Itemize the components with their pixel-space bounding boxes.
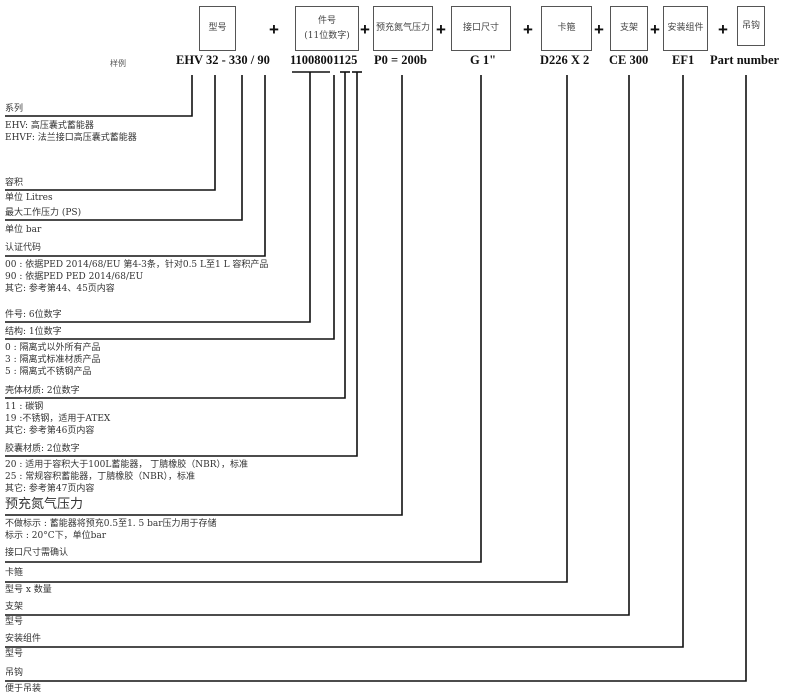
connector-bracket <box>5 75 630 616</box>
section-bracket-line: 型号 <box>5 617 24 627</box>
connector-connection <box>5 75 482 563</box>
sample-code-clamp: D226 X 2 <box>540 53 590 67</box>
header-box-sublabel: (11位数字) <box>304 30 350 41</box>
sample-code-bracket: CE 300 <box>609 53 649 67</box>
plus-icon: + <box>650 20 660 39</box>
plus-icon: + <box>436 20 446 39</box>
sample-code-lifting-hook: Part number <box>710 53 780 67</box>
header-box-label: 接口尺寸 <box>462 23 499 33</box>
plus-icon: + <box>523 20 533 39</box>
section-max-pressure-title: 最大工作压力 (PS) <box>5 208 82 218</box>
plus-icon: + <box>360 20 370 39</box>
header-box-label: 卡箍 <box>557 23 576 33</box>
connector-structure <box>5 75 335 340</box>
sample-code-model: EHV 32 - 330 / 90 <box>176 53 270 67</box>
section-bladder-material-line: 25 : 常规容积蓄能器，丁腈橡胶（NBR），标准 <box>5 472 195 482</box>
section-series-line: EHV: 高压囊式蓄能器 <box>5 121 94 131</box>
section-clamp-line: 型号 x 数量 <box>5 585 52 595</box>
header-box-model: 型号 <box>199 6 236 51</box>
sample-label: 样例 <box>110 59 126 68</box>
section-precharge-title: 预充氮气压力 <box>5 497 84 512</box>
section-structure-line: 3 : 隔离式标准材质产品 <box>5 355 101 365</box>
plus-icon: + <box>718 20 728 39</box>
section-shell-material-line: 11 : 碳钢 <box>5 402 44 412</box>
section-volume-line: 单位 Litres <box>5 193 53 203</box>
section-bracket-title: 支架 <box>5 602 24 612</box>
section-series-line: EHVF: 法兰接口高压囊式蓄能器 <box>5 133 137 143</box>
section-cert-code-line: 其它: 参考第44、45页内容 <box>5 284 115 294</box>
section-clamp-title: 卡箍 <box>5 568 24 578</box>
section-mounting-kit-line: 型号 <box>5 649 24 659</box>
section-structure-title: 结构: 1位数字 <box>5 327 62 337</box>
header-box-label: 预充氮气压力 <box>375 23 430 33</box>
connector-mounting-kit <box>5 75 684 648</box>
section-cert-code-line: 00 : 依据PED 2014/68/EU 第4-3条，针对0.5 L至1 L … <box>5 260 269 270</box>
header-box-label: 支架 <box>619 23 638 33</box>
connector-cert-code <box>5 75 266 257</box>
plus-icon: + <box>269 20 279 39</box>
connector-volume <box>5 75 216 191</box>
section-shell-material-line: 其它: 参考第46页内容 <box>5 426 95 436</box>
connector-part-no <box>5 72 311 323</box>
section-lifting-hook-line: 便于吊装 <box>5 684 42 694</box>
plus-icon: + <box>594 20 604 39</box>
sample-code-precharge: P0 = 200b <box>374 53 427 67</box>
connector-precharge <box>5 75 403 516</box>
header-box-bracket: 支架 <box>610 6 648 51</box>
header-box-connection: 接口尺寸 <box>451 6 511 51</box>
section-volume-title: 容积 <box>5 178 24 188</box>
section-shell-material-line: 19 :不锈钢，适用于ATEX <box>5 414 111 424</box>
section-structure-line: 0 : 隔离式以外所有产品 <box>5 343 101 353</box>
sample-code-connection: G 1" <box>470 53 497 67</box>
header-box-clamp: 卡箍 <box>541 6 592 51</box>
section-bladder-material-title: 胶囊材质: 2位数字 <box>5 444 80 454</box>
header-box-part-number: 件号 (11位数字) <box>295 6 359 51</box>
section-part-no-title: 件号: 6位数字 <box>5 310 62 320</box>
section-cert-code-line: 90 : 依据PED PED 2014/68/EU <box>5 272 144 282</box>
header-box-label: 型号 <box>208 23 227 33</box>
section-bladder-material-line: 20 : 适用于容积大于100L蓄能器， 丁腈橡胶（NBR），标准 <box>5 460 248 470</box>
header-box-label: 安装组件 <box>667 23 704 33</box>
connector-bladder-material <box>5 72 358 457</box>
header-box-lifting-hook: 吊钩 <box>737 6 765 46</box>
sample-code-mounting-kit: EF1 <box>672 53 695 67</box>
connector-clamp <box>5 75 568 583</box>
connector-lifting-hook <box>5 75 747 682</box>
header-box-label: 件号 <box>317 15 336 26</box>
sample-code-part-number: 11008001125 <box>290 53 358 67</box>
section-precharge-line: 不做标示 : 蓄能器将预充0.5至1. 5 bar压力用于存储 <box>5 519 217 529</box>
section-precharge-line: 标示 : 20°C下，单位bar <box>5 531 107 541</box>
header-box-mounting-kit: 安装组件 <box>663 6 708 51</box>
section-structure-line: 5 : 隔离式不锈钢产品 <box>5 367 92 377</box>
section-series-title: 系列 <box>5 104 24 114</box>
section-connection-title: 接口尺寸需确认 <box>5 548 69 558</box>
section-cert-code-title: 认证代码 <box>5 243 42 253</box>
section-max-pressure-line: 单位 bar <box>5 225 42 235</box>
section-bladder-material-line: 其它: 参考第47页内容 <box>5 484 95 494</box>
section-shell-material-title: 壳体材质: 2位数字 <box>5 386 80 396</box>
header-box-label: 吊钩 <box>741 20 760 31</box>
connector-series <box>5 75 193 117</box>
connector-max-pressure <box>5 75 243 221</box>
connector-shell-material <box>5 72 346 399</box>
section-mounting-kit-title: 安装组件 <box>5 634 42 644</box>
section-lifting-hook-title: 吊钩 <box>5 668 24 678</box>
header-box-precharge: 预充氮气压力 <box>373 6 433 51</box>
